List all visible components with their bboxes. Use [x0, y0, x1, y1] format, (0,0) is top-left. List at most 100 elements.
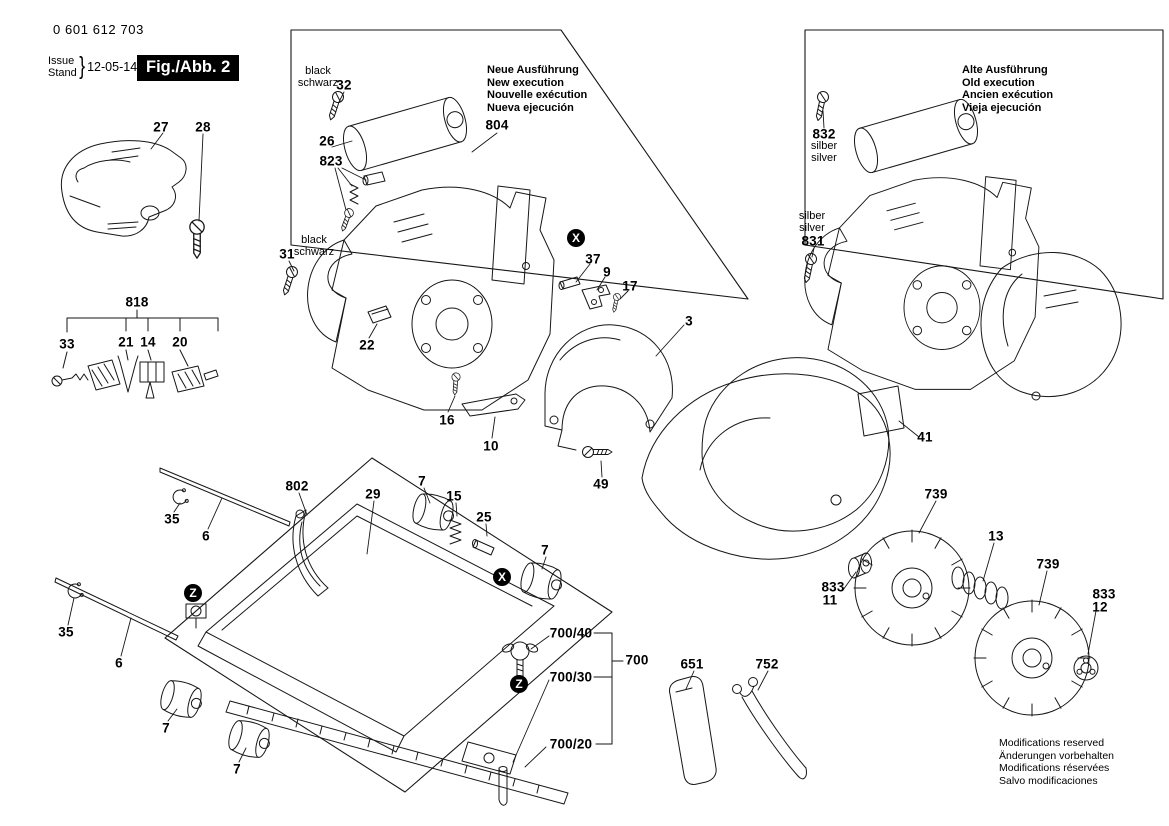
new-execution-line: Nouvelle exécution — [487, 89, 588, 101]
main-housing-old — [804, 176, 1040, 390]
leader-lines — [67, 91, 1097, 768]
part-label-7: 7 — [233, 761, 241, 777]
part-label-6: 6 — [115, 655, 123, 671]
part-label-20: 20 — [172, 334, 188, 350]
motor-cover-27 — [60, 140, 187, 237]
roller-7-d — [225, 716, 275, 762]
part-label-700-40: 700/40 — [549, 625, 593, 641]
part-label-651: 651 — [680, 656, 704, 672]
part-label-26: 26 — [319, 133, 335, 149]
part-label-29: 29 — [365, 486, 381, 502]
part-label-12: 12 — [1092, 599, 1108, 615]
cutting-disc-739-right — [973, 599, 1091, 717]
part-label-833: 833 — [1092, 586, 1116, 602]
rod-6-upper — [159, 467, 291, 527]
cover-old — [980, 252, 1122, 401]
old-execution-line: Vieja ejecución — [962, 101, 1042, 114]
modifications-line: Änderungen vorbehalten — [999, 749, 1115, 762]
part-label-25: 25 — [476, 509, 492, 525]
color-note-line: silber — [798, 210, 826, 222]
screw-16 — [450, 372, 461, 396]
brace: } — [79, 52, 85, 80]
part-label-833: 833 — [821, 579, 845, 595]
part-label-41: 41 — [917, 429, 933, 445]
part-label-13: 13 — [988, 528, 1004, 544]
screw-49 — [582, 446, 613, 458]
guide-rail-700-20 — [225, 700, 569, 806]
badge-x: X — [493, 568, 511, 586]
blade-assembly — [848, 552, 1099, 681]
old-execution-line: Old execution — [962, 76, 1035, 89]
badge-x: X — [567, 229, 585, 247]
screw-823 — [337, 206, 356, 233]
brush-set-818 — [51, 309, 219, 399]
part-label-804: 804 — [485, 117, 509, 133]
part-label-9: 9 — [603, 264, 611, 280]
cutting-disc-739-left — [853, 529, 971, 647]
part-label-3: 3 — [685, 313, 693, 329]
old-execution-line: Ancien exécution — [962, 89, 1054, 101]
color-note-line: silver — [811, 151, 837, 164]
part-label-14: 14 — [140, 334, 156, 350]
part-label-31: 31 — [279, 246, 295, 262]
part-label-6: 6 — [202, 528, 210, 544]
part-label-739: 739 — [1036, 556, 1060, 572]
part-label-49: 49 — [593, 476, 609, 492]
circlip-35-lower — [66, 581, 85, 601]
part-label-35: 35 — [164, 511, 180, 527]
part-label-33: 33 — [59, 336, 75, 352]
part-label-32: 32 — [336, 77, 352, 93]
modifications-line: Modifications réservées — [999, 762, 1110, 774]
part-label-11: 11 — [822, 592, 838, 608]
part-label-27: 27 — [153, 119, 169, 135]
part-label-752: 752 — [755, 656, 779, 672]
pin-wrench-752 — [732, 677, 807, 780]
new-execution-line: New execution — [487, 76, 565, 89]
part-label-700: 700 — [625, 652, 649, 668]
badge-z: Z — [184, 584, 202, 602]
part-label-22: 22 — [359, 337, 375, 353]
part-label-700-20: 700/20 — [549, 736, 593, 752]
modifications-note: Modifications reserved Änderungen vorbeh… — [999, 737, 1114, 787]
part-number: 0 601 612 703 — [53, 22, 144, 37]
old-execution-note: Alte Ausführung Old execution Ancien exé… — [962, 64, 1053, 114]
color-note-line: schwarz — [293, 245, 335, 258]
badge-z: Z — [510, 675, 528, 693]
screw-32 — [324, 89, 346, 123]
roller-7-b — [517, 559, 566, 604]
wing-knob-700-40 — [501, 641, 539, 677]
part-label-7: 7 — [418, 473, 426, 489]
part-label-831: 831 — [801, 233, 825, 249]
part-label-16: 16 — [439, 412, 455, 428]
issue-date: 12-05-14 — [87, 59, 138, 74]
enclosure-boxes — [164, 29, 1164, 793]
modifications-line: Modifications reserved — [999, 737, 1105, 749]
figure-label: Fig./Abb. 2 — [137, 55, 240, 81]
baseplate-assembly — [185, 503, 555, 753]
screw-17 — [609, 292, 622, 314]
housing-small-parts — [367, 276, 611, 417]
part-label-15: 15 — [446, 488, 462, 504]
screw-28 — [189, 219, 205, 259]
color-note-line: black — [301, 234, 327, 246]
color-note-line: silber — [810, 140, 838, 152]
part-label-7: 7 — [162, 720, 170, 736]
part-label-21: 21 — [118, 334, 134, 350]
issue-label: Issue — [48, 54, 75, 67]
part-label-700-30: 700/30 — [549, 669, 593, 685]
new-execution-note: Neue Ausführung New execution Nouvelle e… — [487, 64, 587, 114]
rod-6-lower — [54, 577, 179, 641]
scraper-tool-651 — [669, 676, 717, 785]
covers-41 — [641, 357, 905, 560]
color-note-line: schwarz — [297, 76, 339, 89]
color-note-line: silver — [799, 221, 825, 234]
color-note-line: black — [305, 65, 331, 77]
screw-832 — [812, 89, 831, 123]
part-label-802: 802 — [285, 478, 309, 494]
issue-stand-block: Issue Stand } 12-05-14 — [48, 52, 137, 81]
part-label-818: 818 — [125, 294, 149, 310]
part-label-832: 832 — [812, 126, 836, 142]
